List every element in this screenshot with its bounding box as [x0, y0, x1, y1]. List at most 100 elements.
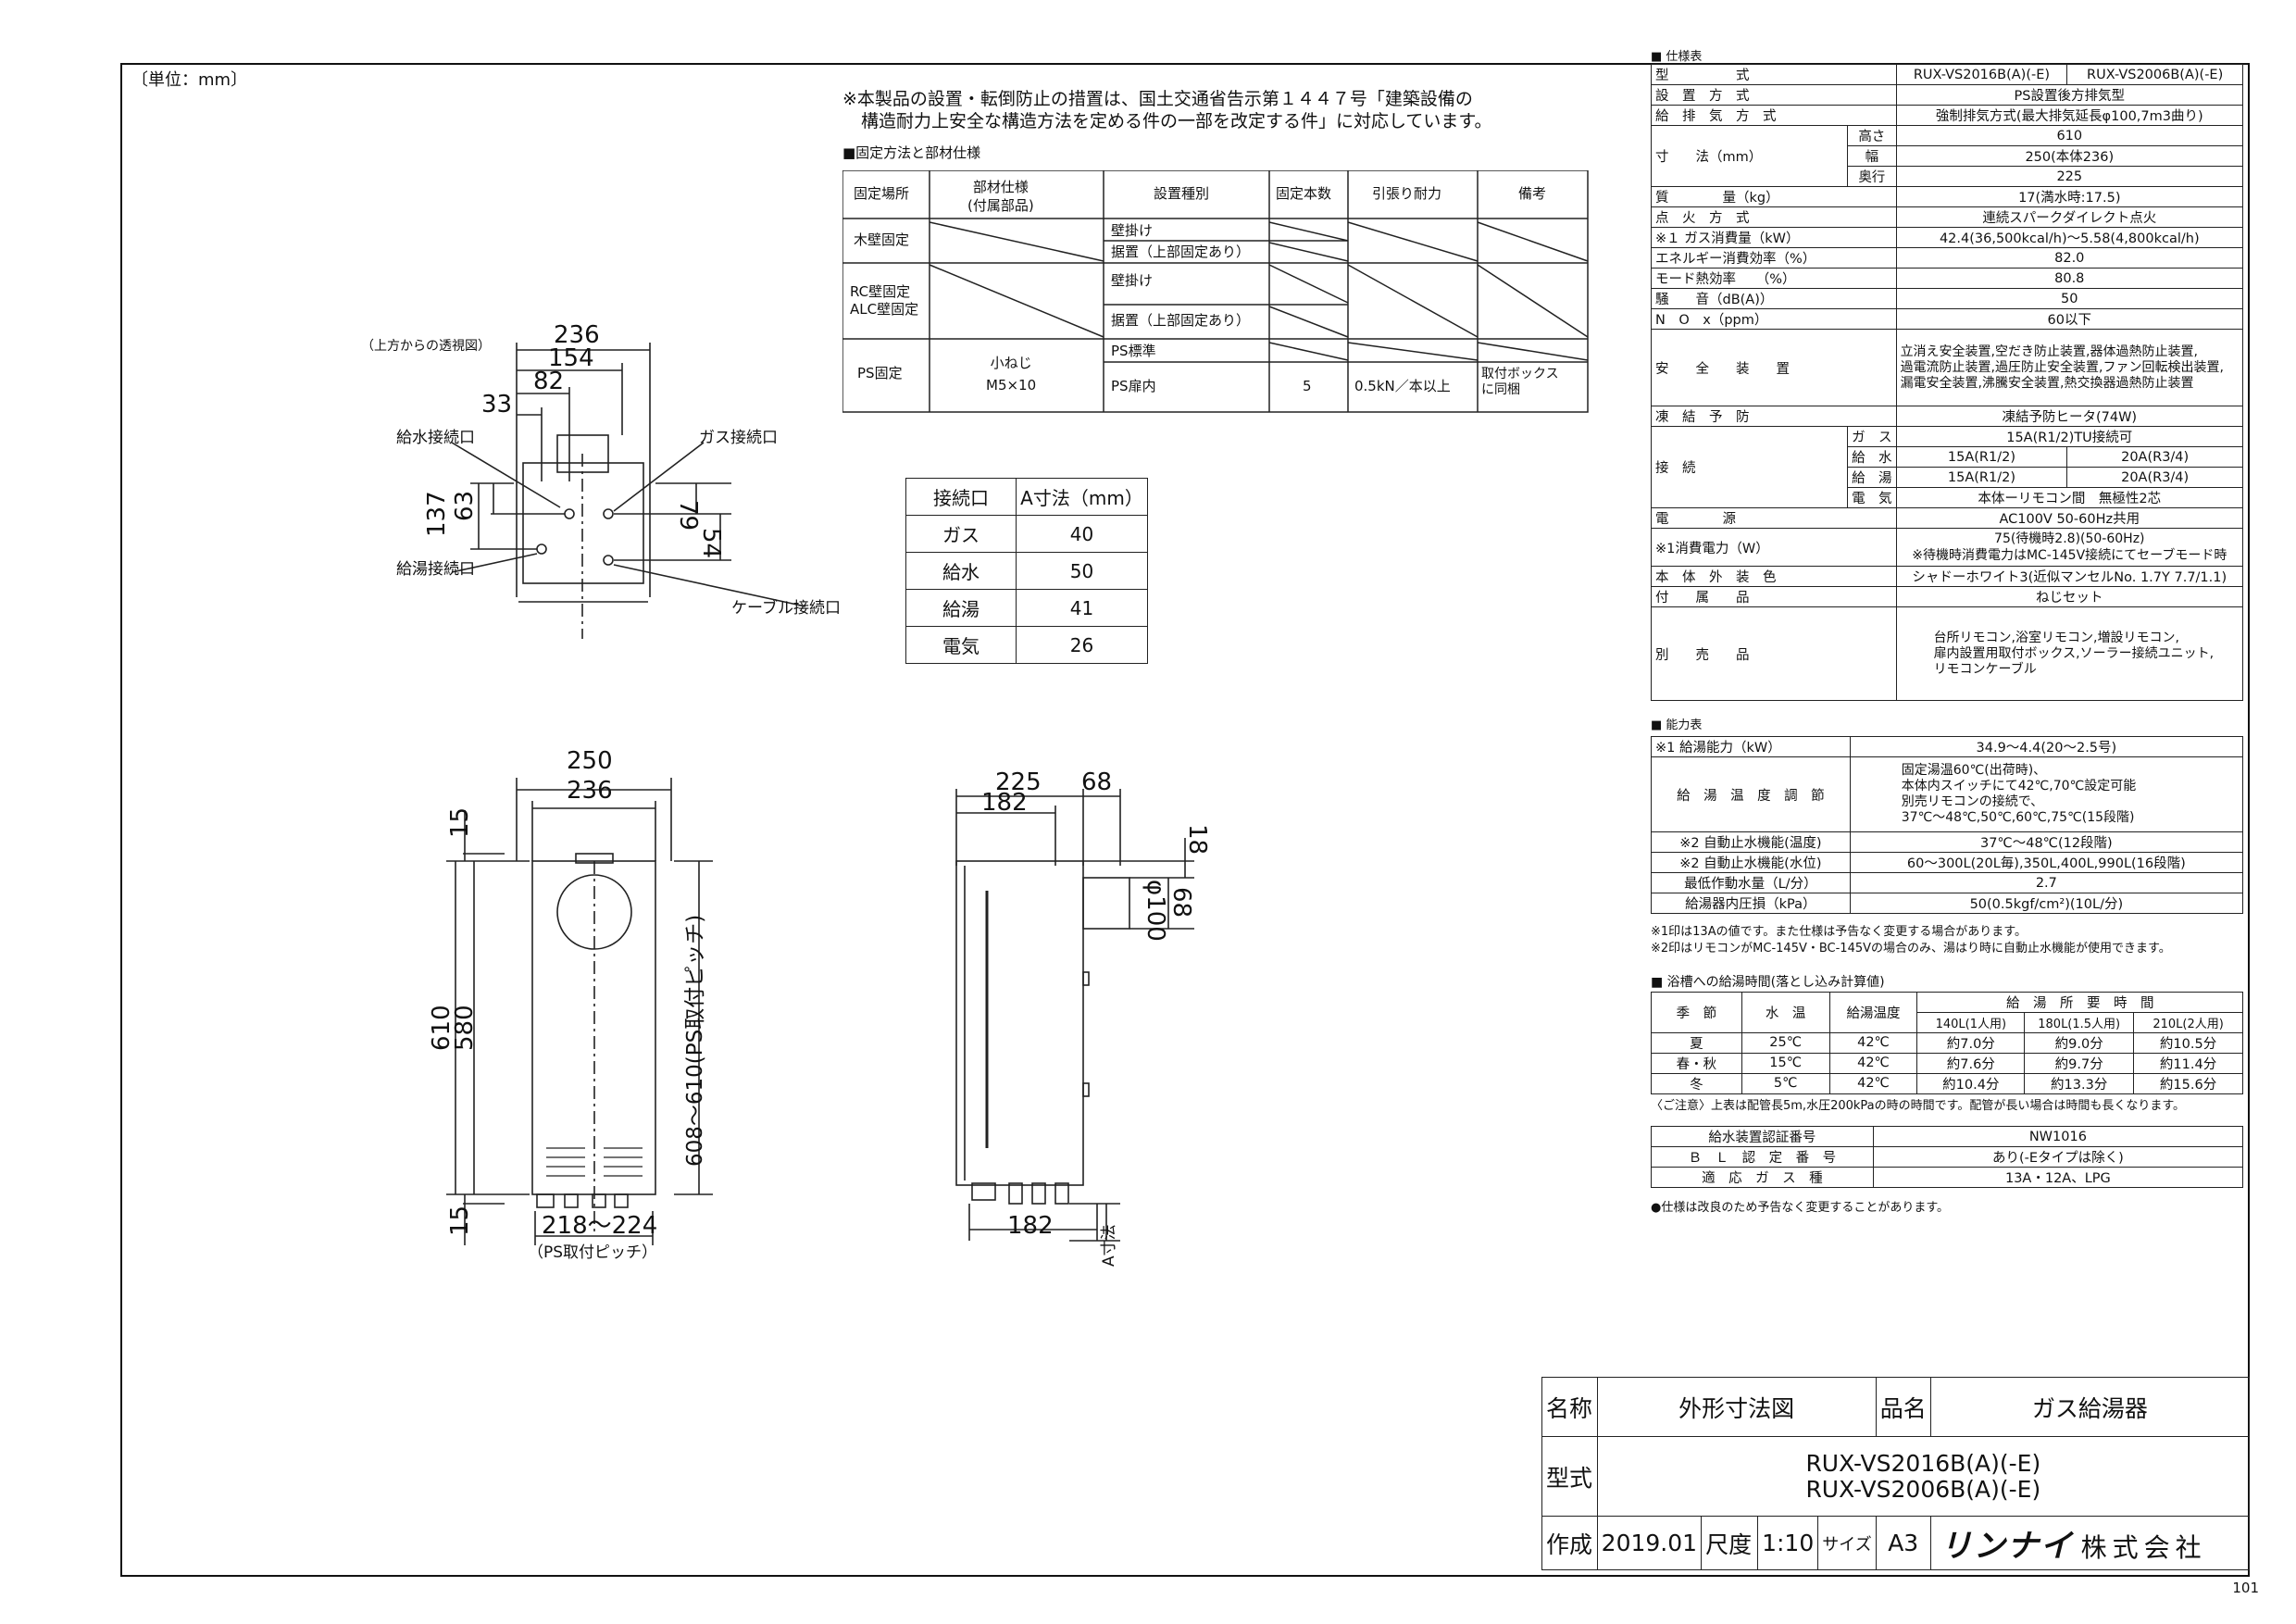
dim-side-182-bottom: 182 [1007, 1212, 1054, 1240]
spec-connect-water-b: 20A(R3/4) [2066, 446, 2243, 468]
spec-ignition-label: 点 火 方 式 [1651, 206, 1897, 228]
spec-install-label: 設 置 方 式 [1651, 84, 1897, 106]
tb-name-label: 名称 [1541, 1377, 1598, 1437]
conn-hot: 給湯 [905, 589, 1017, 627]
spec-safety-label: 安 全 装 置 [1651, 329, 1897, 406]
perf-min-flow-label: 最低作動水量（L/分） [1651, 872, 1851, 893]
spec-safety-value: 立消え安全装置,空だき防止装置,器体過熱防止装置,過電流防止装置,過圧防止安全装… [1895, 329, 2244, 406]
spec-connect-hot-b: 20A(R3/4) [2066, 467, 2243, 488]
fix-h-strength: 引張り耐力 [1372, 185, 1442, 202]
cert-bl-value: あり(-Eタイプは除く) [1872, 1146, 2244, 1168]
spec-width-value: 250(本体236) [1895, 145, 2244, 167]
spec-consumption-value: 75(待機時2.8)(50-60Hz)※待機時消費電力はMC-145V接続にてセ… [1895, 528, 2244, 567]
perf-min-flow-value: 2.7 [1849, 872, 2244, 893]
perf-stop-level-label: ※2 自動止水機能(水位) [1651, 852, 1851, 873]
fix-type-wall: 壁掛け [1111, 222, 1154, 239]
spec-connect-hot: 給 湯 [1847, 467, 1897, 488]
spec-depth-value: 225 [1895, 166, 2244, 187]
fix-type-ps-std: PS標準 [1111, 343, 1156, 359]
dim-side-phi100: φ100 [1142, 880, 1169, 942]
spec-connect-elec-value: 本体ーリモコン間 無極性2芯 [1895, 487, 2244, 508]
tb-size-label: サイズ [1817, 1516, 1877, 1570]
fix-remarks: 取付ボックス に同梱 [1481, 367, 1559, 397]
bath-h-210: 210L(2人用) [2133, 1012, 2243, 1033]
cert-bl-label: Ｂ Ｌ 認 定 番 号 [1651, 1146, 1874, 1168]
spec-model-b: RUX-VS2006B(A)(-E) [2066, 64, 2243, 85]
spec-sold-value: 台所リモコン,浴室リモコン,増設リモコン,扉内設置用取付ボックス,ソーラー接続ユ… [1895, 606, 2244, 701]
spec-efficiency-label: エネルギー消費効率（%） [1651, 247, 1897, 269]
conn-h-a: A寸法（mm） [1016, 478, 1148, 516]
perf-capacity-label: ※1 給湯能力（kW） [1651, 736, 1851, 757]
fixing-section-title: ■固定方法と部材仕様 [842, 144, 981, 161]
spec-power-label: 電 源 [1651, 507, 1897, 529]
conn-hot-a: 41 [1016, 589, 1148, 627]
spec-height-label: 高さ [1847, 125, 1897, 146]
spec-weight-value: 17(満水時:17.5) [1895, 186, 2244, 207]
spec-nox-value: 60以下 [1895, 308, 2244, 330]
fix-parts-screw: 小ねじ M5×10 [986, 355, 1037, 394]
label-gas-inlet: ガス接続口 [699, 429, 778, 447]
dim-top-63: 63 [451, 491, 479, 521]
tb-name-value: 外形寸法図 [1596, 1377, 1877, 1437]
spec-install-value: PS設置後方排気型 [1895, 84, 2244, 106]
bath-h-140: 140L(1人用) [1916, 1012, 2026, 1033]
spec-connect-gas-value: 15A(R1/2)TU接続可 [1895, 426, 2244, 447]
spec-efficiency-value: 82.0 [1895, 247, 2244, 269]
tb-size: A3 [1875, 1516, 1931, 1570]
dim-front-580: 580 [451, 1005, 479, 1051]
dim-top-236: 236 [554, 321, 600, 349]
label-hot-outlet: 給湯接続口 [396, 560, 475, 579]
top-view-caption: （上方からの透視図） [361, 339, 491, 354]
spec-freeze-value: 凍結予防ヒータ(74W) [1895, 406, 2244, 427]
dim-side-225: 225 [995, 768, 1042, 796]
bath-title: ■ 浴槽への給湯時間(落とし込み計算値) [1651, 975, 1885, 990]
perf-note2: ※2印はリモコンがMC-145V・BC-145Vの場合のみ、湯はり時に自動止水機… [1651, 942, 2171, 956]
conn-water: 給水 [905, 552, 1017, 590]
perf-note1: ※1印は13Aの値です。また仕様は予告なく変更する場合があります。 [1651, 925, 2027, 939]
perf-pressure-loss-value: 50(0.5kgf/cm²)(10L/分) [1849, 893, 2244, 914]
spec-connect-gas: ガ ス [1847, 426, 1897, 447]
spec-freeze-label: 凍 結 予 防 [1651, 406, 1897, 427]
fix-place-ps: PS固定 [857, 365, 903, 381]
spec-title: ■ 仕様表 [1651, 50, 1703, 64]
fix-h-remarks: 備考 [1518, 185, 1547, 202]
tb-model-values: RUX-VS2016B(A)(-E)RUX-VS2006B(A)(-E) [1596, 1436, 2251, 1517]
tb-product-value: ガス給湯器 [1929, 1377, 2251, 1437]
spec-noise-label: 騒 音（dB(A)） [1651, 288, 1897, 309]
dim-top-79: 79 [674, 500, 702, 531]
front-view [446, 778, 713, 1245]
perf-stop-temp-label: ※2 自動止水機能(温度) [1651, 831, 1851, 853]
spec-accessory-label: 付 属 品 [1651, 586, 1897, 607]
bath-h-water-temp: 水 温 [1741, 992, 1830, 1033]
spec-exhaust-label: 給 排 気 方 式 [1651, 105, 1897, 126]
company-logo: リンナイ [1940, 1528, 2074, 1565]
conn-elec: 電気 [905, 626, 1017, 664]
install-notice-line2: 構造耐力上安全な構造方法を定める件の一部を改定する件」に対応しています。 [861, 111, 1492, 131]
install-notice-line1: ※本製品の設置・転倒防止の措置は、国土交通省告示第１４４７号「建築設備の [842, 89, 1473, 109]
fix-place-wood: 木壁固定 [854, 231, 910, 248]
spec-ignition-value: 連続スパークダイレクト点火 [1895, 206, 2244, 228]
perf-stop-level-value: 60～300L(20L毎),350L,400L,990L(16段階) [1849, 852, 2244, 873]
spec-color-label: 本 体 外 装 色 [1651, 566, 1897, 587]
spec-size-label: 寸 法（mm） [1650, 125, 1849, 187]
tb-scale-label: 尺度 [1701, 1516, 1759, 1570]
spec-nox-label: N O x（ppm） [1651, 308, 1897, 330]
fix-h-parts: 部材仕様 (付属部品) [967, 179, 1034, 214]
spec-connect-hot-a: 15A(R1/2) [1895, 467, 2068, 488]
spec-mode-efficiency-label: モード熱効率 （%） [1651, 268, 1897, 289]
fixing-table-grid [842, 170, 1589, 413]
conn-gas: ガス [905, 515, 1017, 553]
perf-temp-value: 固定湯温60℃(出荷時)、本体内スイッチにて42℃,70℃設定可能別売リモコンの… [1849, 756, 2244, 832]
conn-gas-a: 40 [1016, 515, 1148, 553]
spec-connect-water: 給 水 [1847, 446, 1897, 468]
fix-strength: 0.5kN／本以上 [1354, 378, 1451, 394]
spec-depth-label: 奥行 [1847, 166, 1897, 187]
top-view [451, 343, 806, 639]
dim-front-218-224: 218～224 [542, 1212, 657, 1240]
dim-side-182-top: 182 [981, 789, 1028, 817]
